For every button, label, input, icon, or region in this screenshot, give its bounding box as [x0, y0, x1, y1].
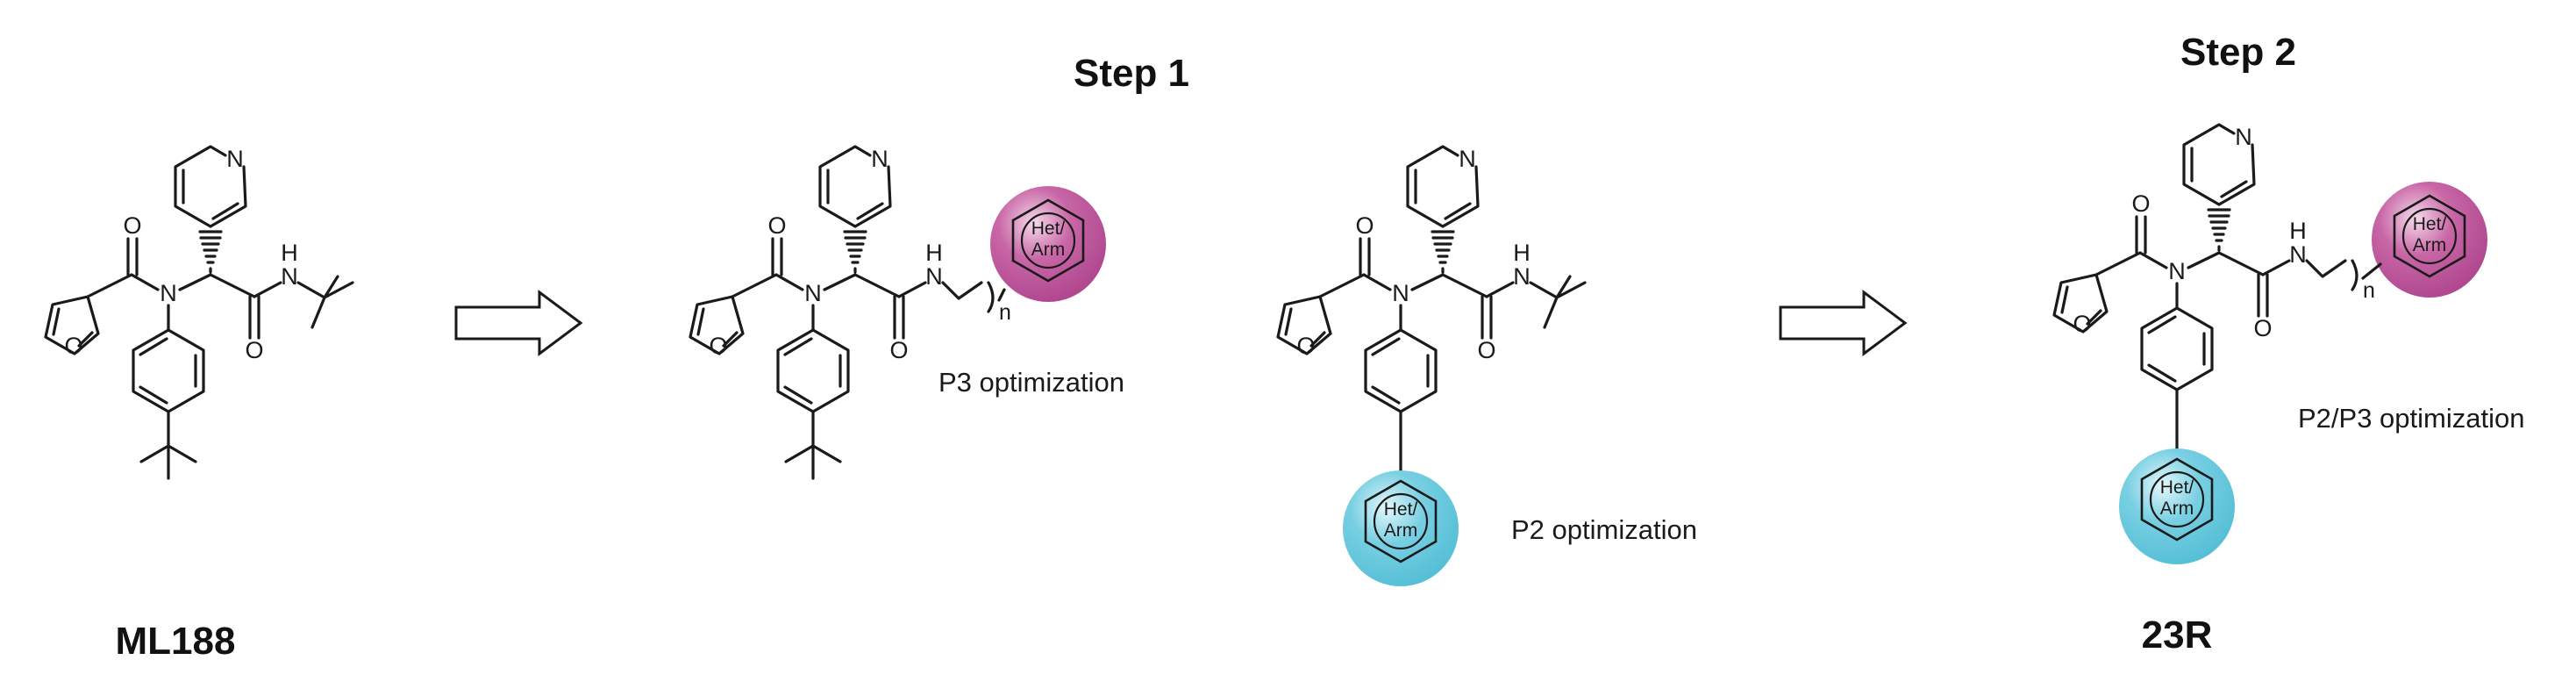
annotation-p3: P3 optimization [938, 367, 1124, 398]
p3-sphere-icon: Het/ Arm [990, 186, 1106, 302]
p2-sphere-icon: Het/ Arm [2119, 448, 2235, 564]
sphere-label-het: Het/ [2413, 214, 2447, 234]
sphere-label-arm: Arm [2160, 499, 2194, 519]
molecule-ml188 [44, 144, 354, 480]
annotation-p2p3: P2/P3 optimization [2298, 403, 2524, 434]
sphere-label-het: Het/ [1031, 219, 1066, 239]
sphere-label-arm: Arm [2413, 235, 2447, 255]
compound-label-23r: 23R [2142, 613, 2213, 657]
molecule-p2-variant: Het/ Arm P2 optimization [1276, 144, 1697, 586]
molecule-p3-variant: Het/ Arm P3 optimization [689, 144, 1124, 480]
molecule-23r: Het/ Arm Het/ Arm P2/P3 optimization [2052, 122, 2524, 564]
step2-title: Step 2 [2180, 31, 2296, 74]
step-arrow-icon [454, 290, 583, 356]
p2-sphere-icon: Het/ Arm [1343, 470, 1459, 586]
sphere-label-het: Het/ [1384, 499, 1418, 520]
p3-sphere-icon: Het/ Arm [2372, 182, 2487, 298]
step1-title: Step 1 [1074, 52, 1189, 95]
annotation-p2: P2 optimization [1511, 514, 1697, 545]
step-arrow-icon [1779, 290, 1908, 356]
sphere-label-arm: Arm [1384, 520, 1418, 541]
compound-label-ml188: ML188 [116, 620, 236, 663]
sphere-label-arm: Arm [1031, 240, 1066, 260]
sphere-label-het: Het/ [2160, 477, 2194, 498]
